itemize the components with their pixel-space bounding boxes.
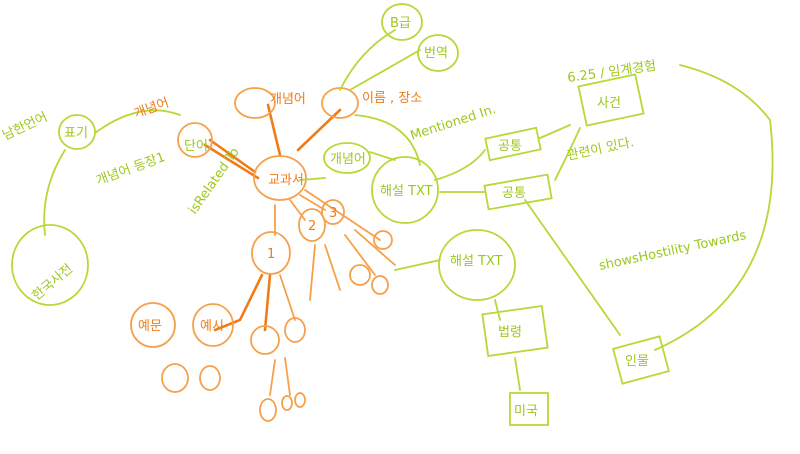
node-example[interactable] [130,302,176,348]
node-law[interactable] [481,305,549,357]
label-ex3: 3 [329,206,337,221]
label-commentary2: 해설 TXT [450,254,503,269]
node-ex2[interactable] [298,208,326,242]
node-person[interactable] [612,335,670,385]
label-person: 인물 [625,354,649,369]
label-law: 법령 [498,325,522,340]
label-commentary: 해설 TXT [380,184,433,199]
label-sample: 예시 [200,319,224,334]
label-ex2: 2 [308,219,316,234]
node-commentary2[interactable] [438,229,516,301]
label-event: 사건 [597,96,621,111]
label-b: B급 [390,16,411,31]
label-korean-lang: 남한언어 [0,110,50,144]
label-common2: 공통 [502,186,526,201]
label-concept-appear: 개념어 등장1 [94,150,167,189]
label-example: 예문 [138,319,162,334]
label-ex1: 1 [267,247,275,262]
node-ex3[interactable] [321,199,345,225]
label-textbook: 교과서 [268,173,304,188]
node-name-place[interactable] [321,87,359,119]
label-event-date: 6.25 / 임계경험 [566,59,657,86]
label-related-to: isRelated To [186,145,243,217]
label-concept-left: 개념어 [132,95,171,121]
label-notation: 표기 [64,126,88,141]
node-notation[interactable] [58,114,96,150]
label-related: 관련이 있다. [566,135,636,164]
label-common1: 공통 [498,139,522,154]
label-hostility: showsHostility Towards [598,228,748,274]
concept-nodes [11,3,670,426]
core-nodes [130,87,393,422]
node-ex1[interactable] [251,231,291,275]
label-mentioned-in: Mentioned In. [409,102,498,144]
node-sample[interactable] [192,303,234,347]
label-word: 단어 [184,139,208,154]
label-name-place: 이름 , 장소 [362,91,422,106]
node-b[interactable] [381,3,423,41]
concept-edges [43,29,774,391]
label-concept-small: 개념어 [330,152,366,167]
node-textbook[interactable] [253,155,307,201]
node-concept-small[interactable] [323,142,371,174]
node-usa[interactable] [509,392,549,426]
label-translation: 번역 [424,46,448,61]
node-dictionary[interactable] [11,224,89,306]
label-usa: 미국 [514,404,538,419]
node-commentary[interactable] [371,156,439,224]
label-concept-top: 개념어 [270,92,306,107]
node-event[interactable] [577,73,645,127]
node-common1[interactable] [484,126,542,162]
node-common2[interactable] [483,173,553,211]
node-word[interactable] [177,122,213,158]
node-translation[interactable] [417,34,459,72]
node-concept-top[interactable] [234,87,276,119]
label-dictionary: 한국사전 [30,262,76,304]
core-edges [203,103,396,396]
